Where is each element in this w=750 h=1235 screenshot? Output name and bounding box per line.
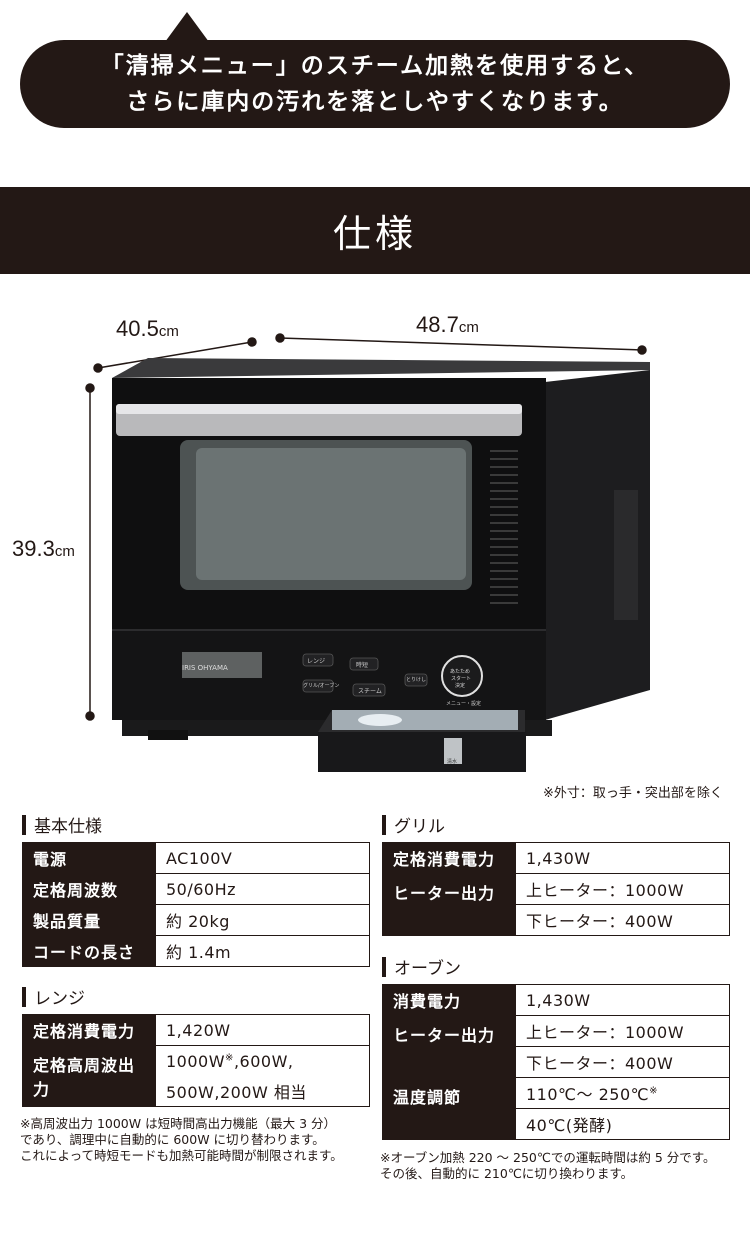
- callout-line-2: さらに庫内の汚れを落としやすくなります。: [126, 89, 624, 115]
- oven-heading: オーブン: [382, 954, 461, 979]
- oven-footnote: ※オーブン加熱 220 ～ 250℃での運転時間は約 5 分です。 その後、自動…: [380, 1150, 716, 1181]
- dial-label-2: スタート: [451, 676, 472, 682]
- table-row: 製品質量約 20kg: [22, 904, 370, 936]
- dimension-width: 48.7cm: [416, 312, 479, 337]
- table-row: 定格高周波出力 1000W※,600W,: [22, 1045, 370, 1107]
- callout-line-1: 「清掃メニュー」のスチーム加熱を使用すると、: [100, 53, 650, 79]
- section-title: 仕様: [332, 212, 417, 256]
- range-footnote: ※高周波出力 1000W は短時間高出力機能（最大 3 分） であり、調理中に自…: [20, 1116, 343, 1163]
- table-row: 40℃(発酵): [383, 1108, 730, 1140]
- table-row: 500W,200W 相当: [23, 1076, 370, 1107]
- bubble-tail: [165, 12, 209, 42]
- dimension-depth: 40.5cm: [116, 316, 179, 341]
- grill-heading: グリル: [382, 812, 445, 837]
- dial-label-1: あたため: [450, 669, 471, 675]
- section-title-band: 仕様: [0, 187, 750, 274]
- table-row: コードの長さ約 1.4m: [22, 935, 370, 967]
- exterior-note: ※外寸：取っ手・突出部を除く: [543, 786, 723, 801]
- dial-menu-label: メニュー・設定: [446, 701, 482, 707]
- table-row: ヒーター出力上ヒーター：1000W: [382, 873, 730, 936]
- tray-label: 清水: [447, 759, 458, 765]
- button-grill-oven: グリル/オーブン: [303, 683, 340, 689]
- button-cancel: とりけし: [406, 677, 427, 683]
- table-row: 温度調節 110℃～ 250℃※: [382, 1077, 730, 1140]
- button-steam: スチーム: [358, 688, 382, 695]
- dimension-height: 39.3cm: [12, 536, 75, 561]
- dial-label-3: 決定: [455, 683, 466, 689]
- basic-spec-heading: 基本仕様: [22, 812, 102, 837]
- range-heading: レンジ: [22, 984, 85, 1009]
- button-jitan: 時短: [356, 662, 369, 669]
- button-range: レンジ: [307, 658, 326, 665]
- microwave-oven-illustration: [85, 333, 650, 772]
- brand-logo: IRIS OHYAMA: [182, 664, 228, 672]
- table-row: 下ヒーター：400W: [383, 904, 730, 936]
- callout-bubble: 「清掃メニュー」のスチーム加熱を使用すると、 さらに庫内の汚れを落としやすくなり…: [20, 40, 730, 128]
- table-row: ヒーター出力上ヒーター：1000W: [382, 1015, 730, 1078]
